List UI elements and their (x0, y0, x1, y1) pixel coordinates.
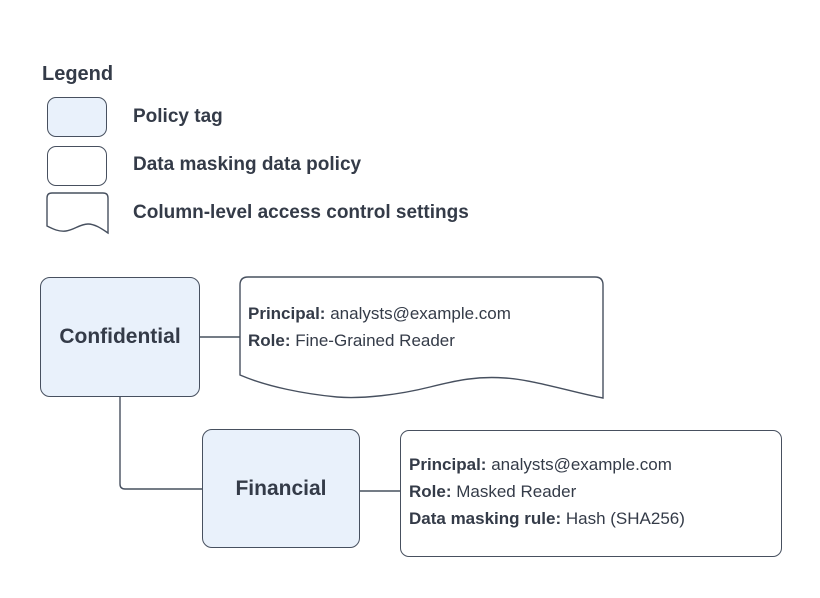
field-principal: Principal: analysts@example.com (409, 455, 672, 474)
masking-policy-card-text: Principal: analysts@example.com Role: Ma… (409, 451, 685, 532)
legend-item-label: Column-level access control settings (133, 202, 469, 223)
field-data-masking-rule: Data masking rule: Hash (SHA256) (409, 509, 685, 528)
legend-item-label: Data masking data policy (133, 154, 362, 175)
node-label: Confidential (59, 325, 181, 348)
policy-tag-swatch (47, 97, 107, 137)
access-control-card: Principal: analysts@example.com Role: Fi… (248, 300, 511, 354)
node-label: Financial (235, 476, 327, 500)
legend-title: Legend (42, 63, 114, 85)
legend-item-label: Policy tag (133, 106, 223, 127)
access-control-card-shape (239, 276, 604, 399)
masking-policy-card: Principal: analysts@example.com Role: Ma… (400, 430, 782, 557)
node-confidential: Confidential (40, 277, 200, 397)
node-financial: Financial (202, 429, 360, 548)
field-role: Role: Fine-Grained Reader (248, 331, 455, 350)
access-control-swatch (46, 192, 109, 235)
field-role: Role: Masked Reader (409, 482, 577, 501)
connector-confidential-financial (119, 397, 202, 490)
data-policy-swatch (47, 146, 107, 186)
field-principal: Principal: analysts@example.com (248, 304, 511, 323)
